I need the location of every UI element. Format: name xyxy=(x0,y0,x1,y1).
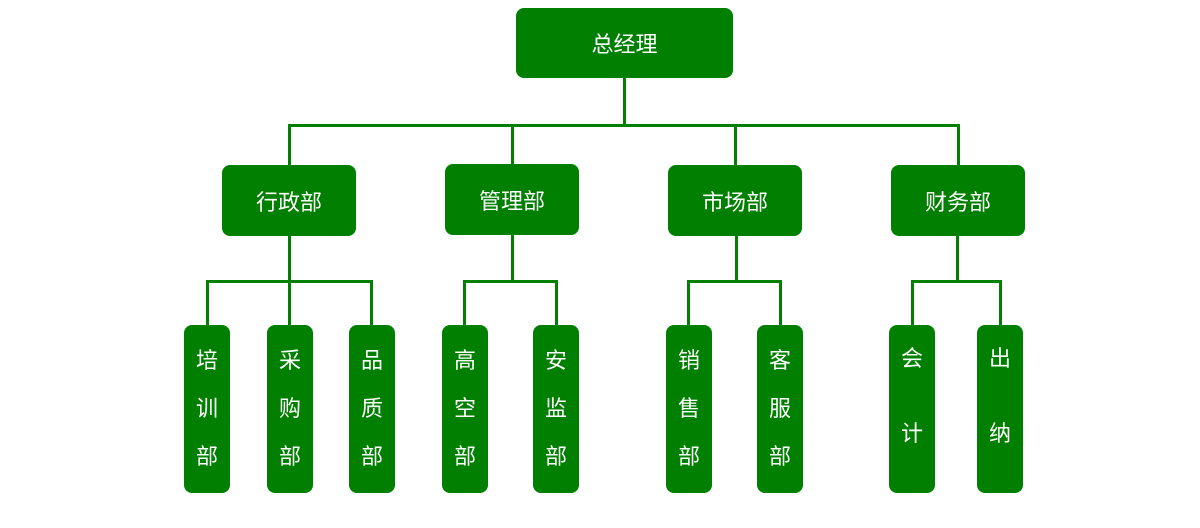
node-sub-department[interactable]: 会 计 xyxy=(889,325,935,493)
node-department[interactable]: 财务部 xyxy=(891,165,1025,236)
connector-line xyxy=(463,280,466,326)
node-label: 财务部 xyxy=(924,190,991,216)
node-sub-department[interactable]: 安 监 部 xyxy=(533,325,579,493)
connector-line xyxy=(734,124,737,166)
node-char: 售 xyxy=(677,397,700,422)
connector-line xyxy=(957,124,960,166)
node-label: 行政部 xyxy=(255,190,322,216)
node-char: 采 xyxy=(278,349,301,374)
connector-line xyxy=(911,280,914,326)
connector-line xyxy=(911,280,1002,283)
node-char: 培 xyxy=(195,349,218,374)
connector-line xyxy=(555,280,558,326)
connector-line xyxy=(288,124,291,166)
connector-line xyxy=(999,280,1002,326)
node-char: 训 xyxy=(195,397,218,422)
node-sub-department[interactable]: 培 训 部 xyxy=(184,325,230,493)
node-char: 高 xyxy=(453,349,476,374)
node-department[interactable]: 市场部 xyxy=(668,165,802,236)
connector-line xyxy=(735,236,738,282)
node-department[interactable]: 行政部 xyxy=(222,165,356,236)
connector-line xyxy=(623,78,626,126)
node-char: 空 xyxy=(453,397,476,422)
connector-line xyxy=(206,280,373,283)
node-department[interactable]: 管理部 xyxy=(445,164,579,235)
node-char: 部 xyxy=(453,445,476,470)
node-sub-department[interactable]: 高 空 部 xyxy=(442,325,488,493)
node-sub-department[interactable]: 采 购 部 xyxy=(267,325,313,493)
connector-line xyxy=(956,236,959,282)
node-char: 质 xyxy=(360,397,383,422)
connector-line xyxy=(779,280,782,326)
node-sub-department[interactable]: 销 售 部 xyxy=(666,325,712,493)
node-char: 出 xyxy=(988,347,1011,372)
connector-line xyxy=(687,280,690,326)
node-char: 部 xyxy=(278,445,301,470)
connector-line xyxy=(206,280,209,326)
node-char: 监 xyxy=(544,397,567,422)
node-char: 部 xyxy=(768,445,791,470)
node-char: 计 xyxy=(900,422,923,447)
connector-line xyxy=(511,124,514,165)
connector-line xyxy=(687,280,782,283)
connector-line xyxy=(463,280,558,283)
node-char: 服 xyxy=(768,397,791,422)
node-label: 总经理 xyxy=(591,33,658,58)
node-char: 部 xyxy=(677,445,700,470)
node-label: 管理部 xyxy=(478,189,545,215)
connector-line xyxy=(511,235,514,282)
node-char: 部 xyxy=(360,445,383,470)
node-char: 购 xyxy=(278,397,301,422)
connector-line xyxy=(288,124,960,127)
connector-line xyxy=(370,280,373,326)
node-sub-department[interactable]: 客 服 部 xyxy=(757,325,803,493)
node-sub-department[interactable]: 品 质 部 xyxy=(349,325,395,493)
node-char: 会 xyxy=(900,347,923,372)
node-char: 部 xyxy=(195,445,218,470)
node-char: 安 xyxy=(544,349,567,374)
node-char: 纳 xyxy=(988,422,1011,447)
node-char: 客 xyxy=(768,349,791,374)
node-char: 品 xyxy=(360,349,383,374)
node-general-manager[interactable]: 总经理 xyxy=(516,8,733,78)
node-label: 市场部 xyxy=(701,190,768,216)
node-char: 部 xyxy=(544,445,567,470)
node-sub-department[interactable]: 出 纳 xyxy=(977,325,1023,493)
node-char: 销 xyxy=(677,349,700,374)
